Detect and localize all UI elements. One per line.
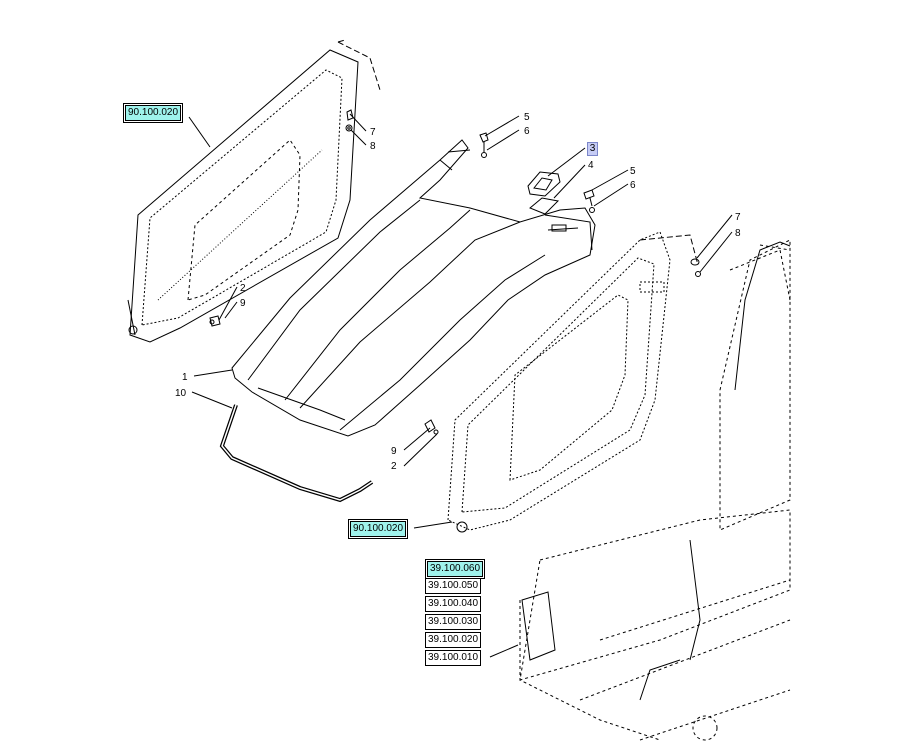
callout-7-right[interactable]: 7 (735, 212, 741, 223)
hood-seal (219, 404, 374, 503)
fasteners (209, 109, 701, 435)
right-door-panel (447, 231, 699, 533)
callout-3[interactable]: 3 (587, 142, 598, 156)
handle-assembly (527, 171, 561, 215)
callout-6-right[interactable]: 6 (630, 180, 636, 191)
left-door-panel (127, 39, 381, 343)
ref-stack-2[interactable]: 39.100.050 (425, 578, 482, 594)
ref-stack-1[interactable]: 39.100.060 (424, 559, 486, 579)
ref-right-door[interactable]: 90.100.020 (347, 519, 409, 539)
machine-frame (519, 239, 791, 741)
ref-stack-4[interactable]: 39.100.030 (425, 614, 482, 630)
ref-stack-6[interactable]: 39.100.010 (425, 650, 482, 666)
callout-5-top[interactable]: 5 (524, 112, 530, 123)
callout-5-right[interactable]: 5 (630, 166, 636, 177)
callout-2-left[interactable]: 2 (240, 283, 246, 294)
ref-left-door[interactable]: 90.100.020 (122, 103, 184, 123)
callout-9-left[interactable]: 9 (240, 298, 246, 309)
callout-labels: 1 10 2 9 9 2 5 6 4 5 6 7 8 7 8 (175, 112, 741, 472)
callout-4[interactable]: 4 (588, 160, 594, 171)
frame-solid-edges (521, 241, 791, 701)
ref-stack-5[interactable]: 39.100.020 (425, 632, 482, 648)
callout-9-mid[interactable]: 9 (391, 446, 397, 457)
callout-7-top[interactable]: 7 (370, 127, 376, 138)
callout-6-top[interactable]: 6 (524, 126, 530, 137)
leader-lines (188, 113, 733, 658)
callout-1[interactable]: 1 (182, 372, 188, 383)
callout-8-top[interactable]: 8 (370, 141, 376, 152)
callout-8-right[interactable]: 8 (735, 228, 741, 239)
hood (231, 139, 596, 437)
callout-2-mid[interactable]: 2 (391, 461, 397, 472)
ref-stack-3[interactable]: 39.100.040 (425, 596, 482, 612)
callout-10[interactable]: 10 (175, 388, 187, 399)
